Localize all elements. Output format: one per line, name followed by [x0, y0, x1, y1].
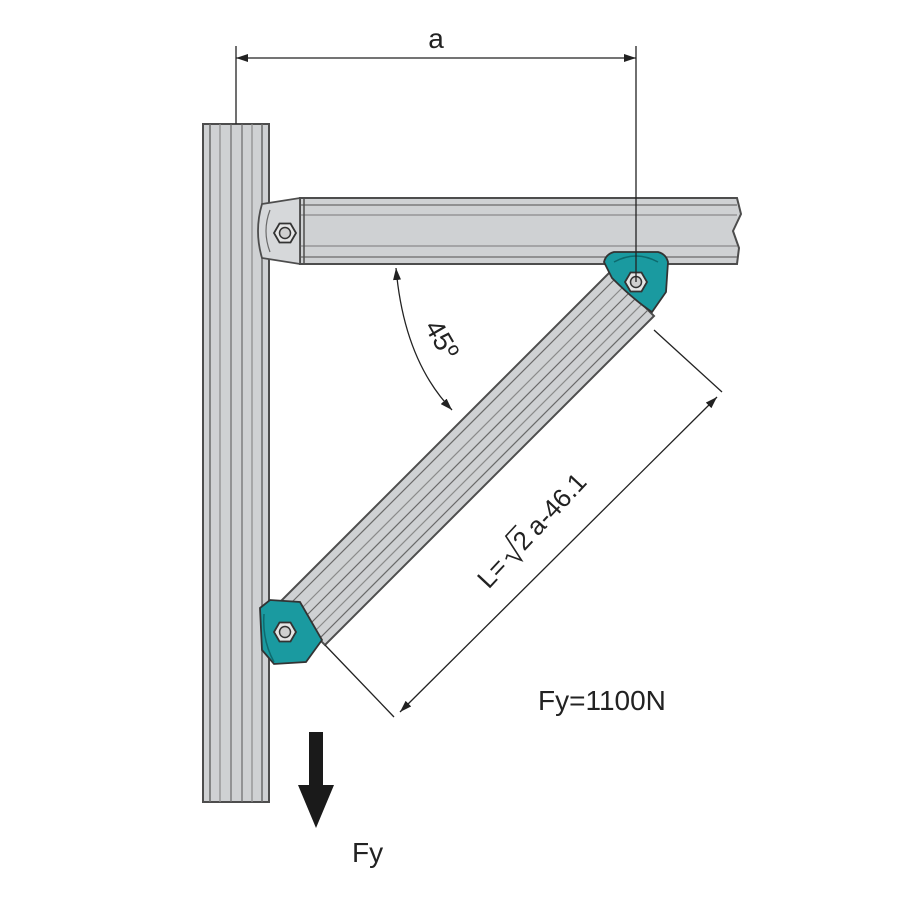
- hex-bolt-icon: [272, 222, 298, 244]
- horizontal-profile: [299, 197, 743, 265]
- force-arrow-icon: [298, 732, 334, 828]
- force-symbol-label: Fy: [352, 837, 383, 868]
- dimension-a-label: a: [428, 23, 444, 54]
- force-value-label: Fy=1100N: [538, 685, 666, 716]
- sqrt-icon: [504, 524, 524, 562]
- length-formula-suffix: a-46.1: [520, 467, 592, 541]
- dimension-a: [235, 46, 637, 282]
- angle-label: 45º: [419, 315, 465, 365]
- diagonal-strut: [279, 270, 656, 647]
- hex-bolt-icon: [272, 621, 298, 643]
- dimension-length: [324, 329, 723, 718]
- length-formula: L= 2 a-46.1: [471, 467, 592, 594]
